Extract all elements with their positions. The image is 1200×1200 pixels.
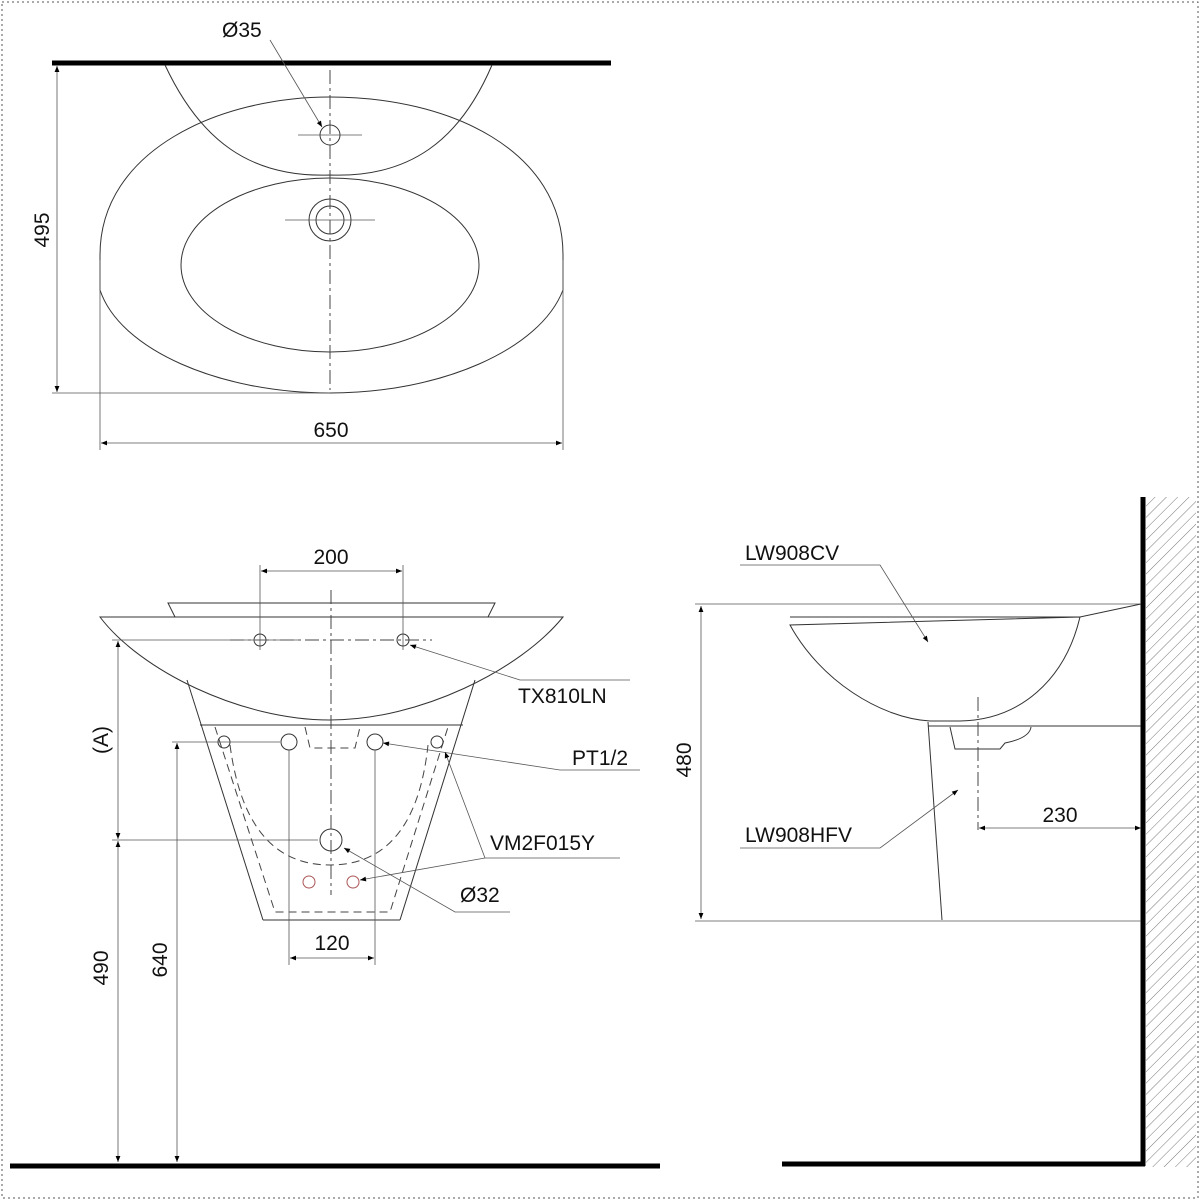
pedestal-left xyxy=(186,679,264,921)
bolt-spacing-label: 120 xyxy=(314,932,349,955)
drain-label: Ø32 xyxy=(460,884,500,907)
wall-distance-label: 230 xyxy=(1042,804,1077,827)
pipe-hole xyxy=(366,733,384,751)
basin-label: LW908CV xyxy=(745,542,839,565)
wall-hatch xyxy=(1146,497,1196,1167)
pedestal-label: LW908HFV xyxy=(745,824,852,847)
depth-label: 495 xyxy=(31,212,54,247)
height-a-label: (A) xyxy=(90,726,113,754)
pedestal-hidden xyxy=(214,726,449,913)
basin-profile xyxy=(789,603,1142,722)
basin-back-rim xyxy=(164,64,493,176)
pedestal-right xyxy=(399,679,476,921)
bolt-icon xyxy=(302,875,316,889)
pedestal-profile xyxy=(927,721,943,921)
bolt-icon xyxy=(430,735,444,749)
pipe-hole xyxy=(280,733,298,751)
bolt-icon xyxy=(346,875,360,889)
floor-to-inlet-label: 640 xyxy=(149,942,172,977)
floor-to-center-label: 490 xyxy=(90,950,113,985)
hole-diameter-label: Ø35 xyxy=(222,19,262,42)
leader-hole xyxy=(269,39,323,128)
pipe-label: PT1/2 xyxy=(572,747,628,770)
faucet-spacing-label: 200 xyxy=(313,546,348,569)
side-view: 480 230 LW908CV LW908HFV xyxy=(673,497,1196,1167)
top-view: Ø35 495 650 xyxy=(31,19,611,450)
basin-outline xyxy=(99,96,564,394)
faucet-label: TX810LN xyxy=(518,685,607,708)
height-label: 480 xyxy=(673,742,696,777)
basin-front xyxy=(98,616,565,721)
front-view: 200 TX810LN PT1/2 VM2F015Y Ø32 120 (A) 4… xyxy=(10,546,660,1169)
trap-label: VM2F015Y xyxy=(490,832,595,855)
width-label: 650 xyxy=(313,419,348,442)
